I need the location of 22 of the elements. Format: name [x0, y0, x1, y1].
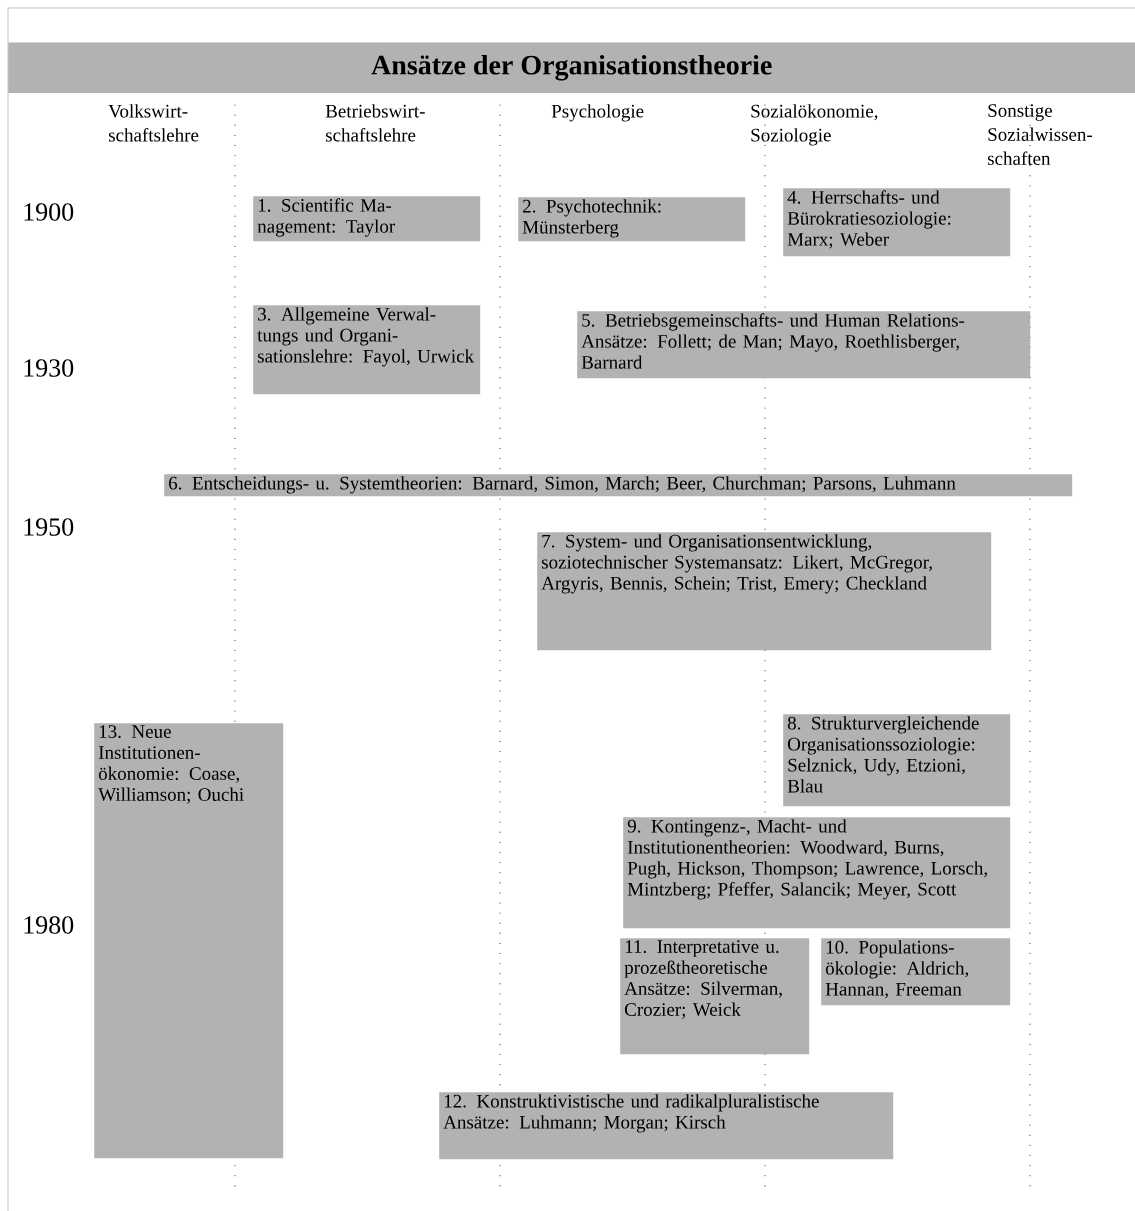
column-heading: Sonstige Sozialwissen- schaften [988, 104, 1093, 165]
column-heading: Volkswirt- schaftslehre [108, 104, 199, 142]
column-heading: Betriebswirt- schaftslehre [325, 104, 425, 142]
theory-box: 11. Interpretative u. prozeßtheoretische Ansätze: Silverman, Crozier; Weick [620, 938, 810, 1055]
column-heading: Sozialökonomie, Soziologie [751, 104, 878, 146]
theory-box: 12. Konstruktivistische und radikalpluralistische Ansätze: Luhmann; Morgan; Kirsch [439, 1092, 894, 1160]
theory-box: 2. Psychotechnik: Münsterberg [518, 197, 746, 242]
year-label: 1900 [24, 203, 74, 221]
theory-box: 8. Strukturvergleichende Organisationssoziologie: Selznick, Udy, Etzioni, Blau [783, 714, 1011, 807]
theory-box: 13. Neue Institutionen- ökonomie: Coase, Williamson; Ouchi [94, 723, 284, 1159]
theory-box: 1. Scientific Ma- nagement: Taylor [253, 196, 481, 242]
theory-box: 10. Populations- ökologie: Aldrich, Hannan, Freeman [821, 938, 1011, 1006]
theory-box: 9. Kontingenz-, Macht- und Institutionentheorien: Woodward, Burns, Pugh, Hickson, Thompson; Lawrence, Lorsch, Mintzberg; Pfeffer, Salancik; Meyer, Scott [623, 817, 1011, 929]
theory-box: 6. Entscheidungs- u. Systemtheorien: Barnard, Simon, March; Beer, Churchman; Parsons, Luhmann [164, 474, 1073, 497]
year-label: 1930 [24, 359, 74, 377]
column-heading: Psychologie [551, 104, 644, 122]
theory-box: 3. Allgemeine Verwal- tungs und Organi- sationslehre: Fayol, Urwick [253, 305, 481, 395]
title-band: Ansätze der Organisationstheorie [8, 42, 1135, 94]
theory-box: 5. Betriebsgemeinschafts- und Human Relations-Ansätze: Follett; de Man; Mayo, Roethlisberger, Barnard [577, 311, 1031, 379]
theory-box: 4. Herrschafts- und Bürokratiesoziologie: Marx; Weber [783, 188, 1011, 257]
theory-box: 7. System- und Organisationsentwicklung, soziotechnischer Systemansatz: Likert, McGregor, Argyris, Bennis, Schein; Trist, Emery; Checkland [537, 532, 992, 651]
year-label: 1950 [24, 518, 74, 536]
